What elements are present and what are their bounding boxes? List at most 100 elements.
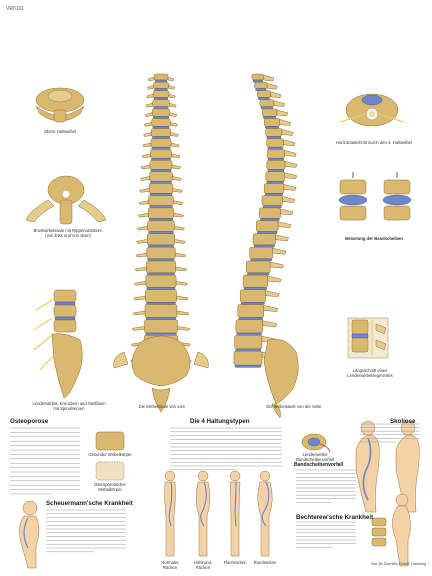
side-vertebra [252, 233, 276, 246]
heading-disc-prolapse: Bandscheibenvorfall [294, 462, 344, 468]
poster-code: VR0101 [6, 6, 25, 12]
side-spinous-process [266, 82, 278, 90]
side-vertebra [266, 160, 286, 170]
side-spinous-process [280, 208, 294, 216]
side-spinous-process [270, 91, 282, 99]
side-spinous-process [269, 261, 284, 269]
caption-longitudinal-section: Längsschnitt eines Lendenwirbelsegmentes [347, 368, 393, 378]
front-process [140, 164, 151, 170]
caption-spine-side: Die Wirbelsäule von der Seite [266, 404, 322, 409]
front-vertebra [147, 207, 175, 219]
front-process [170, 132, 179, 137]
front-disc [153, 106, 169, 110]
side-spinous-process [283, 184, 297, 191]
spine-front-view [113, 73, 209, 413]
front-disc [145, 317, 177, 320]
front-process [137, 212, 149, 218]
front-vertebra [144, 304, 178, 318]
bechterew-illustration [371, 493, 411, 567]
side-spinous-process [263, 305, 279, 312]
disc-strain-illustration [338, 172, 412, 221]
side-disc [265, 193, 284, 196]
front-disc [151, 146, 171, 150]
side-disc [267, 169, 285, 172]
front-vertebra [146, 260, 176, 274]
side-vertebra [235, 319, 263, 334]
scheuermann-illustration [19, 500, 40, 569]
side-vertebra [256, 220, 279, 232]
posture-label-hollow-round: Hohlrund-Rücken [193, 560, 213, 570]
front-disc [149, 205, 173, 209]
side-disc [260, 106, 274, 110]
side-spinous-process [277, 221, 292, 228]
front-process [135, 252, 148, 258]
side-disc [262, 205, 282, 209]
disc-prolapse-illustration [301, 433, 331, 453]
side-vertebra [265, 128, 283, 137]
side-spinous-process [279, 119, 292, 126]
front-process [172, 188, 183, 193]
front-process [175, 266, 188, 272]
side-spinous-process [282, 196, 296, 203]
side-disc [260, 218, 280, 221]
front-disc [145, 332, 177, 336]
side-disc [265, 126, 279, 129]
axis-section-illustration [339, 93, 405, 127]
front-process [167, 76, 175, 82]
posture-figure-spine [200, 481, 207, 527]
posture-label-flat: Flachrücken [223, 560, 247, 565]
caption-axis-section: Horizontalschnitt durch den 4. Halswirbe… [336, 140, 412, 145]
front-disc [154, 79, 168, 83]
front-vertebra [147, 233, 175, 246]
side-disc [253, 244, 275, 248]
front-vertebra [150, 138, 172, 148]
side-vertebra [256, 90, 271, 98]
front-process [171, 153, 181, 159]
posture-figure-head [164, 470, 176, 482]
posture-figure-spine [261, 481, 270, 527]
front-process [176, 295, 189, 301]
front-process [173, 200, 184, 205]
front-vertebra [145, 289, 177, 303]
side-disc [247, 272, 270, 276]
front-disc [148, 218, 174, 221]
front-vertebra [147, 220, 175, 232]
front-process [145, 102, 153, 108]
front-process [168, 85, 176, 90]
caption-lumbar-sacrum-sub: mit Spinalnerven [53, 406, 85, 411]
front-disc [153, 97, 169, 100]
front-vertebra [149, 171, 173, 182]
front-vertebra [149, 160, 173, 170]
front-disc [146, 302, 176, 305]
front-process [144, 112, 153, 117]
front-process [140, 176, 150, 181]
posture-figure-spine [234, 481, 237, 527]
upper-cervical-illustration [35, 87, 85, 123]
front-process [171, 164, 182, 170]
front-vertebra [150, 149, 172, 159]
front-vertebra [145, 274, 177, 288]
side-disc [267, 157, 284, 161]
spine-side-view [233, 73, 299, 419]
side-vertebra [261, 195, 283, 206]
front-process [175, 281, 188, 286]
side-vertebra [254, 81, 268, 89]
heading-bechterew: Bechterew'sche Krankheit [296, 514, 374, 521]
front-process [137, 225, 148, 231]
side-disc [257, 231, 278, 234]
side-vertebra [249, 246, 274, 260]
caption-upper-cervical: Obere Halswirbel [43, 129, 77, 134]
side-spinous-process [284, 161, 298, 168]
front-vertebra [148, 195, 174, 206]
side-disc [243, 287, 267, 290]
heading-scoliosis: Skoliose [390, 418, 416, 425]
side-spinous-process [272, 247, 287, 255]
side-spinous-process [263, 74, 275, 82]
side-disc [235, 348, 262, 352]
front-vertebra [153, 81, 169, 89]
side-disc [252, 79, 264, 83]
heading-posture-types: Die 4 Haltungstypen [190, 418, 250, 425]
side-spinous-process [275, 234, 289, 242]
side-disc [267, 146, 283, 150]
front-vertebra [153, 73, 169, 81]
